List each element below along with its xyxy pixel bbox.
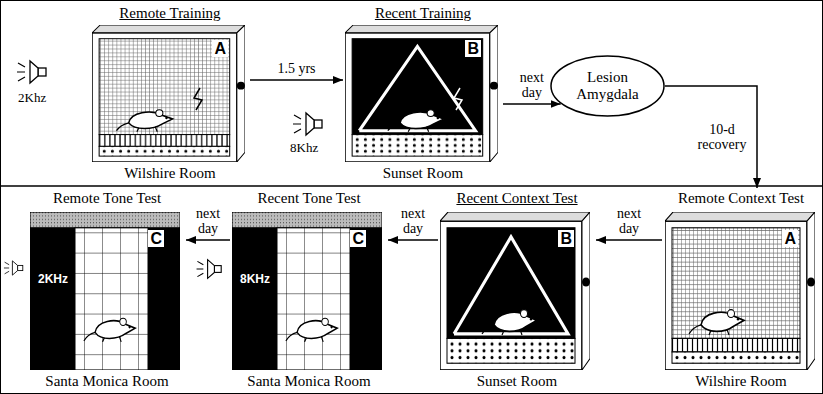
room-name: Sunset Room [477, 373, 557, 390]
speaker-symbol [4, 261, 23, 275]
context-letter: C [148, 230, 164, 247]
room-name: Santa Monica Room [247, 373, 370, 390]
context-letter: A [212, 40, 228, 57]
flow-arrow [665, 86, 757, 188]
interval-label: next day [396, 206, 430, 236]
chamber-a [665, 212, 815, 370]
conditioning-chamber: Recent TrainingB Sunset Room [343, 3, 503, 182]
chamber-c [232, 212, 382, 370]
interval-label: 1.5 yrs [277, 61, 315, 76]
context-letter: A [782, 230, 798, 247]
chamber-a [92, 25, 245, 162]
chamber-title: Remote Context Test [678, 190, 804, 207]
speaker-symbol [197, 260, 222, 279]
room-name: Santa Monica Room [45, 373, 168, 390]
chamber-c [30, 212, 180, 370]
chamber-title: Remote Training [119, 5, 220, 22]
flow-arrow [250, 79, 343, 81]
chamber-b [345, 25, 498, 162]
speaker-symbol [17, 61, 46, 83]
room-name: Wilshire Room [124, 165, 215, 182]
conditioning-chamber: Recent Tone TestC Santa Monica Room [230, 188, 388, 390]
context-letter: B [465, 40, 481, 57]
interval-label: next day [191, 206, 225, 236]
procedure-label: Lesion Amygdala [566, 69, 650, 103]
flow-arrow [186, 239, 230, 241]
shock-symbol [454, 88, 462, 110]
context-letter: C [350, 230, 366, 247]
interval-label: 10-d recovery [693, 122, 751, 152]
flow-arrow [596, 239, 662, 241]
tone-frequency: 8KHz [240, 272, 270, 287]
interval-label: next day [612, 206, 646, 236]
chamber-title: Recent Training [375, 5, 471, 22]
procedure-ellipse: Lesion Amygdala [550, 55, 665, 117]
context-letter: B [558, 230, 574, 247]
room-name: Sunset Room [383, 165, 463, 182]
interval-label: next day [515, 70, 549, 100]
ellipse-shape [551, 56, 664, 116]
conditioning-chamber: Recent Context TestB Sunset Room [438, 188, 596, 390]
tone-frequency: 8Khz [290, 140, 318, 155]
panel-divider [0, 185, 823, 187]
chamber-title: Recent Tone Test [257, 190, 360, 207]
conditioning-chamber: Remote Context TestA Wilshire Room [662, 188, 820, 390]
room-name: Wilshire Room [695, 373, 786, 390]
speaker-symbol [293, 113, 322, 135]
conditioning-chamber: Remote Tone TestC Santa Monica Room [28, 188, 186, 390]
flow-arrow [503, 103, 561, 105]
tone-frequency: 2Khz [18, 90, 46, 105]
shock-symbol [194, 88, 202, 110]
tone-frequency: 2KHz [38, 272, 68, 287]
chamber-b [440, 212, 590, 370]
chamber-title: Recent Context Test [456, 190, 577, 207]
flow-arrow [388, 239, 438, 241]
conditioning-chamber: Remote TrainingA Wilshire Room [90, 3, 250, 182]
chamber-title: Remote Tone Test [53, 190, 161, 207]
